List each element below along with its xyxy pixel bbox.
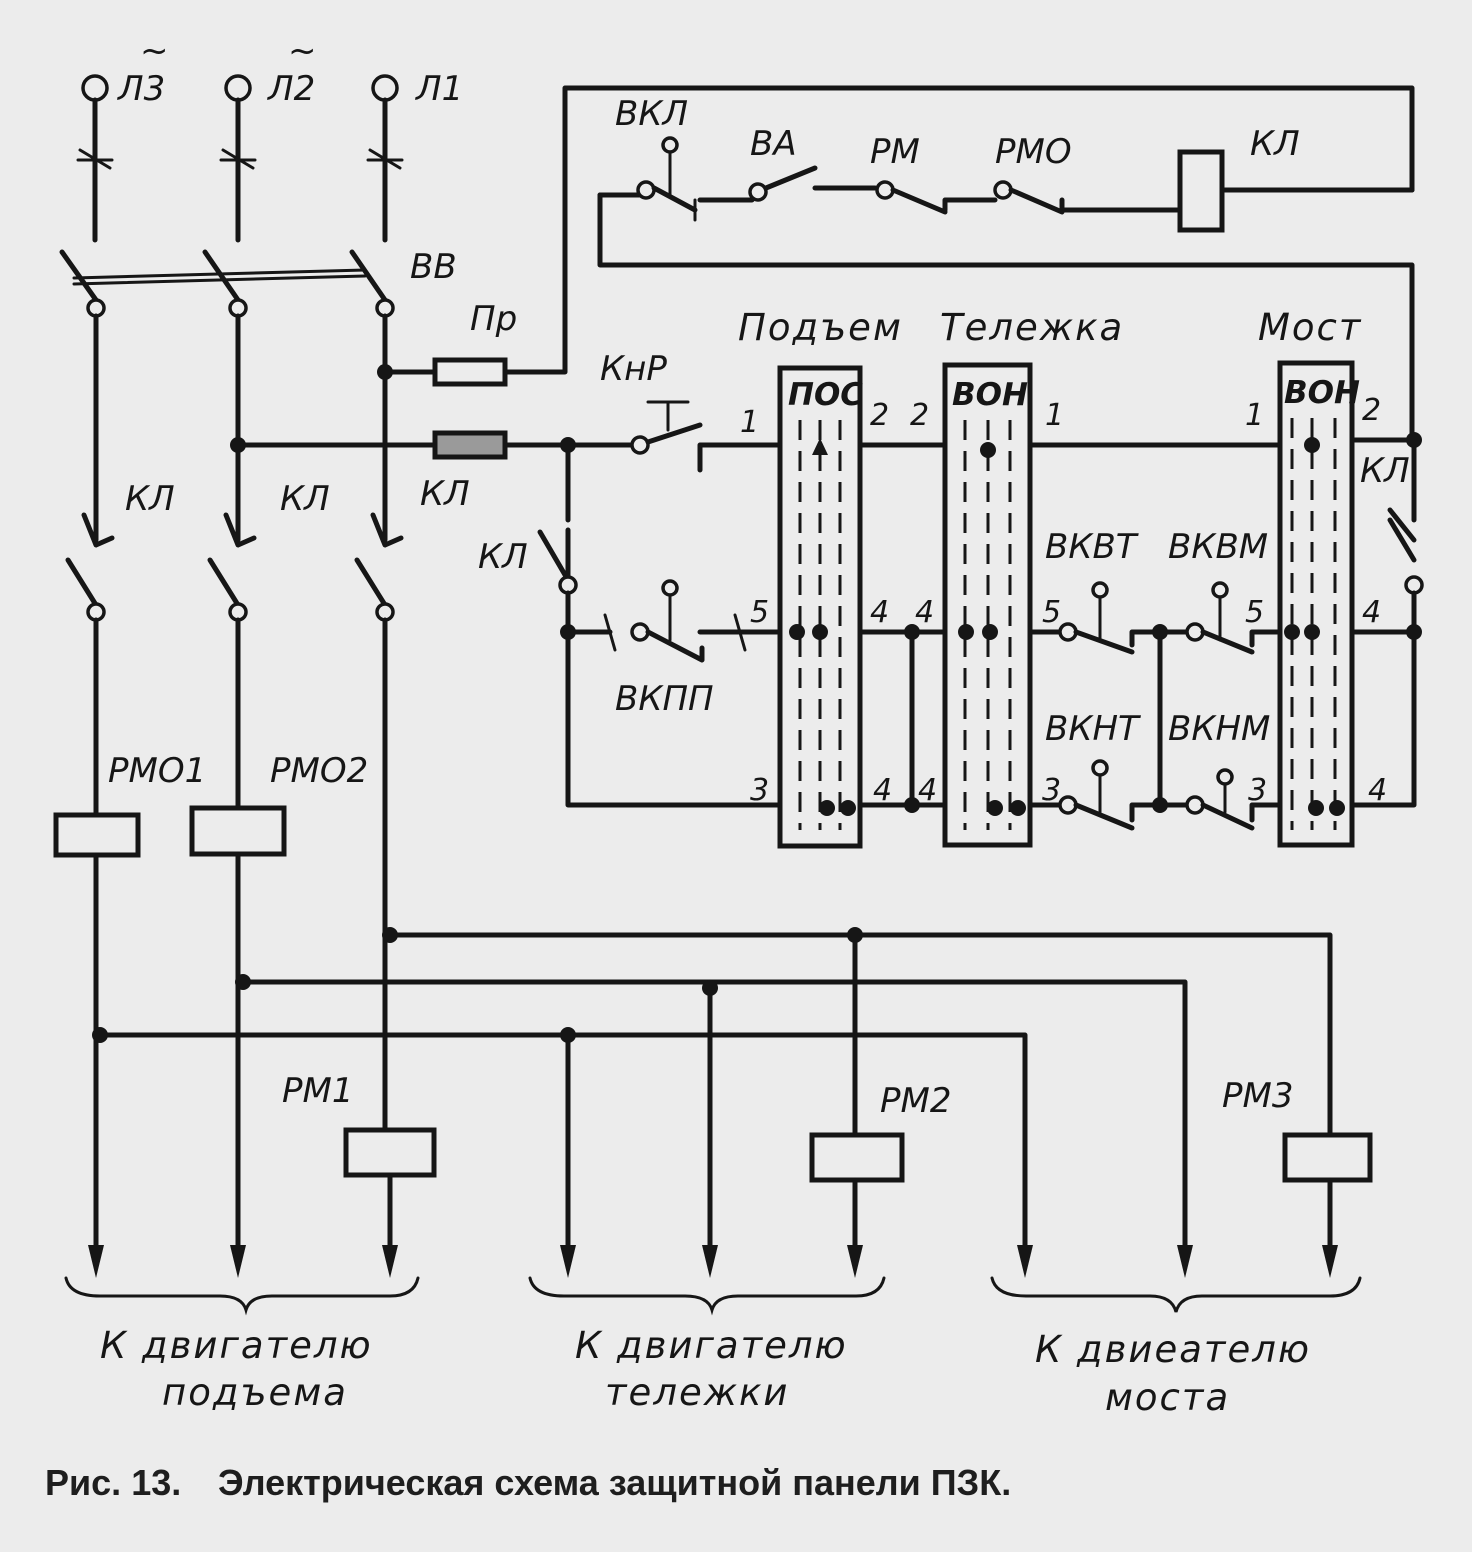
controller-trolley: Тележка ВОН (940, 306, 1124, 848)
coil-kl-label: КЛ (1250, 124, 1300, 164)
terminal-4: 4 (915, 595, 934, 630)
terminal-3: 3 (750, 773, 769, 808)
terminal-5: 5 (1042, 595, 1061, 630)
terminal-5: 5 (750, 595, 769, 630)
fuses: Пр (230, 85, 1415, 460)
destination-trolley-line1: К двигателю (575, 1324, 848, 1367)
relay-rmo1-label: РМО1 (108, 751, 206, 791)
terminal-4: 4 (870, 595, 889, 630)
line-contactor: КЛ КЛ КЛ (65, 474, 470, 1133)
fuse-label: Пр (470, 299, 517, 339)
destination-hoist-line2: подъема (162, 1371, 348, 1414)
contactor-label-2: КЛ (280, 479, 330, 519)
controller-bridge-title: Мост (1258, 306, 1362, 349)
controller-trolley-code: ВОН (952, 377, 1028, 413)
relay-rmo-label: РМО (995, 132, 1072, 172)
limit-hoist-label: ВКПП (615, 679, 714, 719)
terminal-1: 1 (740, 405, 759, 440)
terminal-3: 3 (1042, 773, 1061, 808)
limit-bridge-back-label: ВКНМ (1168, 709, 1270, 749)
line-2-label: Л2 (266, 69, 315, 109)
controller-hoist-title: Подъем (738, 306, 903, 349)
destination-bridge-line2: моста (1105, 1376, 1230, 1419)
contactor-bridge-label: КЛ (1360, 451, 1410, 491)
terminal-3: 3 (1248, 773, 1267, 808)
motor-destinations: К двигателю подъема К двигателю тележки … (100, 1324, 1311, 1419)
line-3-label: Л3 (116, 69, 165, 109)
terminal-4: 4 (1368, 773, 1387, 808)
terminal-5: 5 (1245, 595, 1264, 630)
caption-prefix: Рис. (45, 1462, 121, 1503)
output-arrows (88, 1245, 1338, 1278)
emergency-button-label: КнР (600, 349, 667, 389)
terminal-2: 2 (1362, 393, 1381, 428)
contactor-label-1: КЛ (125, 479, 175, 519)
ac-mark-1: ~ (140, 31, 169, 71)
relay-rm2-label: РМ2 (880, 1081, 951, 1121)
control-loop: ВКЛ ВА РМ РМО КЛ (597, 94, 1415, 443)
caption-number: 13. (131, 1462, 181, 1503)
figure-caption: Рис. 13. Электрическая схема защитной па… (45, 1462, 1011, 1503)
motor-buses (92, 927, 1333, 1251)
controller-trolley-title: Тележка (940, 306, 1124, 349)
svg-text:Рис. 13.: Рис. 13. (45, 1462, 181, 1503)
main-switch: ВВ (59, 247, 457, 503)
terminal-4: 4 (918, 773, 937, 808)
limit-trolley-fwd-label: ВКВТ (1045, 527, 1139, 567)
controller-hoist-code: ПОС (788, 377, 863, 413)
destination-bridge-line1: К двиеателю (1035, 1328, 1311, 1371)
supply-lines: ~ ~ Л3 Л2 Л1 (76, 31, 463, 243)
caption-text: Электрическая схема защитной панели ПЗК. (218, 1462, 1011, 1503)
line-1-label: Л1 (414, 69, 463, 109)
breaker-label: ВА (750, 124, 797, 164)
terminal-2: 2 (910, 398, 929, 433)
contactor-label-3: КЛ (420, 474, 470, 514)
limit-bridge-fwd-label: ВКВМ (1168, 527, 1268, 567)
control-chain: КнР КЛ КЛ ВКПП ВКВТ ВК (478, 349, 1424, 831)
destination-trolley-line2: тележки (605, 1371, 789, 1414)
motor-braces (64, 1276, 1362, 1316)
terminal-numbers: 1 2 2 1 1 2 5 4 4 5 5 4 3 4 4 3 3 4 (740, 393, 1387, 808)
main-switch-label: ВВ (410, 247, 457, 287)
destination-hoist-line1: К двигателю (100, 1324, 373, 1367)
terminal-1: 1 (1045, 398, 1064, 433)
max-current-relays: РМ1 РМ2 РМ3 (282, 1071, 1373, 1251)
contactor-aux-label: КЛ (478, 537, 528, 577)
on-button-label: ВКЛ (615, 94, 688, 134)
terminal-4: 4 (873, 773, 892, 808)
controller-bridge-code: ВОН (1284, 375, 1360, 411)
controller-hoist: Подъем ПОС (738, 306, 903, 849)
relay-rm3-label: РМ3 (1222, 1076, 1293, 1116)
controller-bridge: Мост ВОН (1258, 306, 1362, 848)
ac-mark-2: ~ (288, 31, 317, 71)
relay-rmo2-label: РМО2 (270, 751, 368, 791)
relay-rm1-label: РМ1 (282, 1071, 353, 1111)
overcurrent-relays: РМО1 РМО2 (53, 751, 368, 1251)
relay-rm-label: РМ (870, 132, 920, 172)
terminal-2: 2 (870, 398, 889, 433)
terminal-4: 4 (1362, 595, 1381, 630)
limit-trolley-back-label: ВКНТ (1045, 709, 1141, 749)
terminal-1: 1 (1245, 398, 1264, 433)
